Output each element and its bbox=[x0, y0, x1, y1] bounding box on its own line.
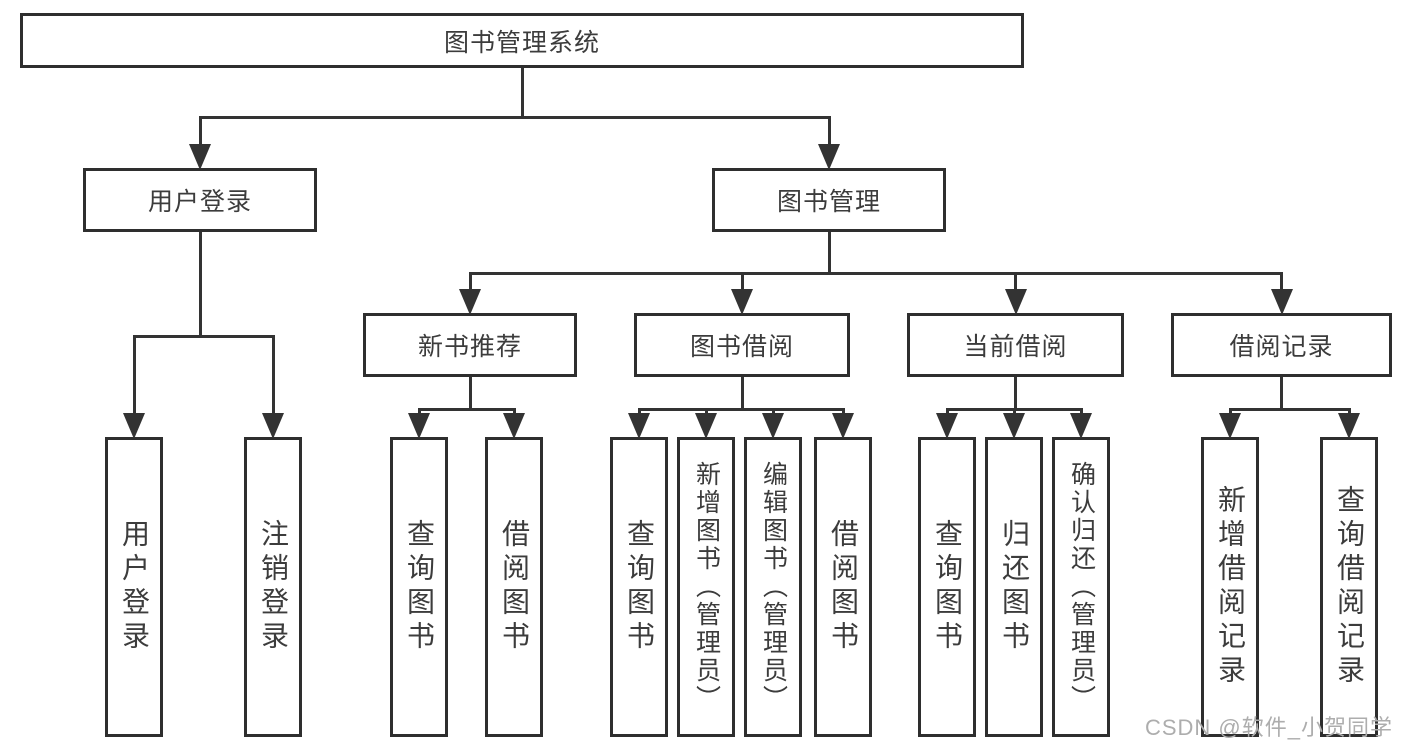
node-bb-query-books: 查询图书 bbox=[610, 437, 668, 737]
arrowhead-current-borrowing bbox=[1004, 289, 1027, 315]
connector-bar-new-book-recommend bbox=[417, 407, 516, 411]
arrowhead-user-login bbox=[189, 144, 211, 170]
connector-stem-current-borrowing bbox=[1014, 377, 1017, 409]
connector-drop-new-book-recommend bbox=[468, 273, 472, 295]
connector-stem-borrowing-records bbox=[1280, 377, 1283, 409]
node-book-borrowing: 图书借阅 bbox=[634, 313, 850, 377]
connector-drop-book-management bbox=[827, 117, 831, 150]
node-bb-edit-books: 编辑图书（管理员） bbox=[744, 437, 802, 737]
node-label-root: 图书管理系统 bbox=[443, 28, 600, 57]
connector-stem-user-login bbox=[198, 232, 202, 336]
connector-stem-new-book-recommend bbox=[468, 377, 472, 409]
node-label-user-login-leaf: 用户登录 bbox=[119, 519, 150, 655]
node-label-br-query-record: 查询借阅记录 bbox=[1334, 485, 1365, 689]
connector-bar-borrowing-records bbox=[1228, 407, 1351, 411]
node-label-bb-edit-books: 编辑图书（管理员） bbox=[759, 461, 788, 713]
node-label-current-borrowing: 当前借阅 bbox=[963, 333, 1068, 361]
connector-bar-root bbox=[198, 115, 831, 119]
connector-stem-root bbox=[520, 68, 524, 117]
connector-drop-current-borrowing bbox=[1014, 273, 1017, 295]
connector-drop-borrowing-records bbox=[1280, 273, 1283, 295]
csdn-watermark: CSDN @软件_小贺同学 bbox=[1144, 715, 1393, 740]
arrowhead-borrowing-records bbox=[1270, 289, 1293, 315]
arrowhead-br-add-record bbox=[1219, 413, 1241, 439]
node-logout-leaf: 注销登录 bbox=[244, 437, 302, 737]
node-cb-query-books: 查询图书 bbox=[918, 437, 976, 737]
node-bb-borrow-books: 借阅图书 bbox=[814, 437, 872, 737]
node-user-login-leaf: 用户登录 bbox=[105, 437, 163, 737]
connector-drop-user-login-leaf bbox=[132, 336, 136, 419]
arrowhead-br-query-record bbox=[1338, 413, 1360, 439]
node-label-user-login: 用户登录 bbox=[147, 188, 252, 216]
node-user-login: 用户登录 bbox=[83, 168, 317, 232]
arrowhead-user-login-leaf bbox=[123, 413, 145, 439]
connector-drop-book-borrowing bbox=[740, 273, 744, 295]
arrowhead-book-borrowing bbox=[731, 289, 753, 315]
node-label-cb-confirm-return: 确认归还（管理员） bbox=[1067, 461, 1096, 713]
arrowhead-bb-edit-books bbox=[762, 413, 784, 439]
node-nbr-query-books: 查询图书 bbox=[390, 437, 448, 737]
arrowhead-cb-query-books bbox=[936, 413, 958, 439]
node-label-nbr-query-books: 查询图书 bbox=[404, 519, 435, 655]
node-label-br-add-record: 新增借阅记录 bbox=[1215, 485, 1246, 689]
arrowhead-bb-query-books bbox=[628, 413, 650, 439]
connector-bar-book-borrowing bbox=[637, 407, 845, 411]
arrowhead-logout-leaf bbox=[262, 413, 284, 439]
arrowhead-nbr-borrow-books bbox=[503, 413, 525, 439]
node-label-nbr-borrow-books: 借阅图书 bbox=[499, 519, 530, 655]
node-label-book-management: 图书管理 bbox=[776, 188, 881, 216]
node-label-logout-leaf: 注销登录 bbox=[258, 519, 289, 655]
node-root: 图书管理系统 bbox=[20, 13, 1024, 68]
node-cb-return-books: 归还图书 bbox=[985, 437, 1043, 737]
connector-bar-book-management bbox=[468, 271, 1283, 275]
arrowhead-cb-confirm-return bbox=[1070, 413, 1092, 439]
node-br-query-record: 查询借阅记录 bbox=[1320, 437, 1378, 737]
node-label-new-book-recommend: 新书推荐 bbox=[417, 333, 522, 361]
node-cb-confirm-return: 确认归还（管理员） bbox=[1052, 437, 1110, 737]
node-label-bb-query-books: 查询图书 bbox=[624, 519, 655, 655]
node-borrowing-records: 借阅记录 bbox=[1171, 313, 1392, 377]
arrowhead-bb-add-books bbox=[695, 413, 717, 439]
connector-stem-book-borrowing bbox=[740, 377, 744, 409]
arrowhead-bb-borrow-books bbox=[832, 413, 854, 439]
connector-stem-book-management bbox=[827, 232, 831, 273]
arrowhead-book-management bbox=[818, 144, 840, 170]
node-nbr-borrow-books: 借阅图书 bbox=[485, 437, 543, 737]
node-label-cb-return-books: 归还图书 bbox=[999, 519, 1030, 655]
connector-drop-logout-leaf bbox=[271, 336, 275, 419]
arrowhead-cb-return-books bbox=[1003, 413, 1025, 439]
arrowhead-new-book-recommend bbox=[459, 289, 481, 315]
connector-drop-user-login bbox=[198, 117, 202, 150]
node-book-management: 图书管理 bbox=[712, 168, 946, 232]
node-label-borrowing-records: 借阅记录 bbox=[1229, 333, 1334, 361]
node-new-book-recommend: 新书推荐 bbox=[363, 313, 577, 377]
node-label-book-borrowing: 图书借阅 bbox=[689, 333, 794, 361]
node-br-add-record: 新增借阅记录 bbox=[1201, 437, 1259, 737]
node-label-bb-borrow-books: 借阅图书 bbox=[828, 519, 859, 655]
arrowhead-nbr-query-books bbox=[408, 413, 430, 439]
node-label-cb-query-books: 查询图书 bbox=[932, 519, 963, 655]
node-current-borrowing: 当前借阅 bbox=[907, 313, 1124, 377]
node-label-bb-add-books: 新增图书（管理员） bbox=[692, 461, 721, 713]
connector-bar-user-login bbox=[132, 334, 275, 338]
node-bb-add-books: 新增图书（管理员） bbox=[677, 437, 735, 737]
